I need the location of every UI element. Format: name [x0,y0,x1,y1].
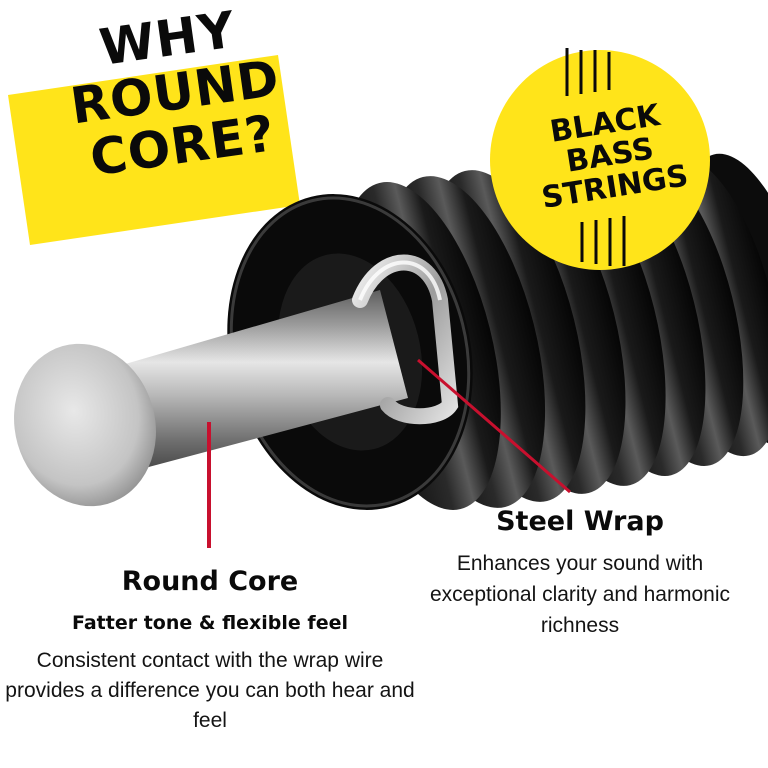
badge-circle [490,48,710,270]
headline-banner [8,55,300,245]
badge-stripes-top [565,48,611,96]
round-core-description: Consistent contact with the wrap wire pr… [5,649,415,732]
wrap-wire-ring [352,254,459,425]
badge-stripes-bottom [580,216,626,266]
headline: WHY ROUND CORE? [50,0,300,188]
round-core-subtitle: Fatter tone & flexible feel [72,612,348,634]
steel-wrap-pointer [417,358,571,494]
round-core-rod [14,290,408,507]
steel-wrap-description: Enhances your sound with exceptional cla… [430,552,730,637]
steel-wrap-title: Steel Wrap [496,506,664,537]
round-core-title: Round Core [121,566,299,597]
